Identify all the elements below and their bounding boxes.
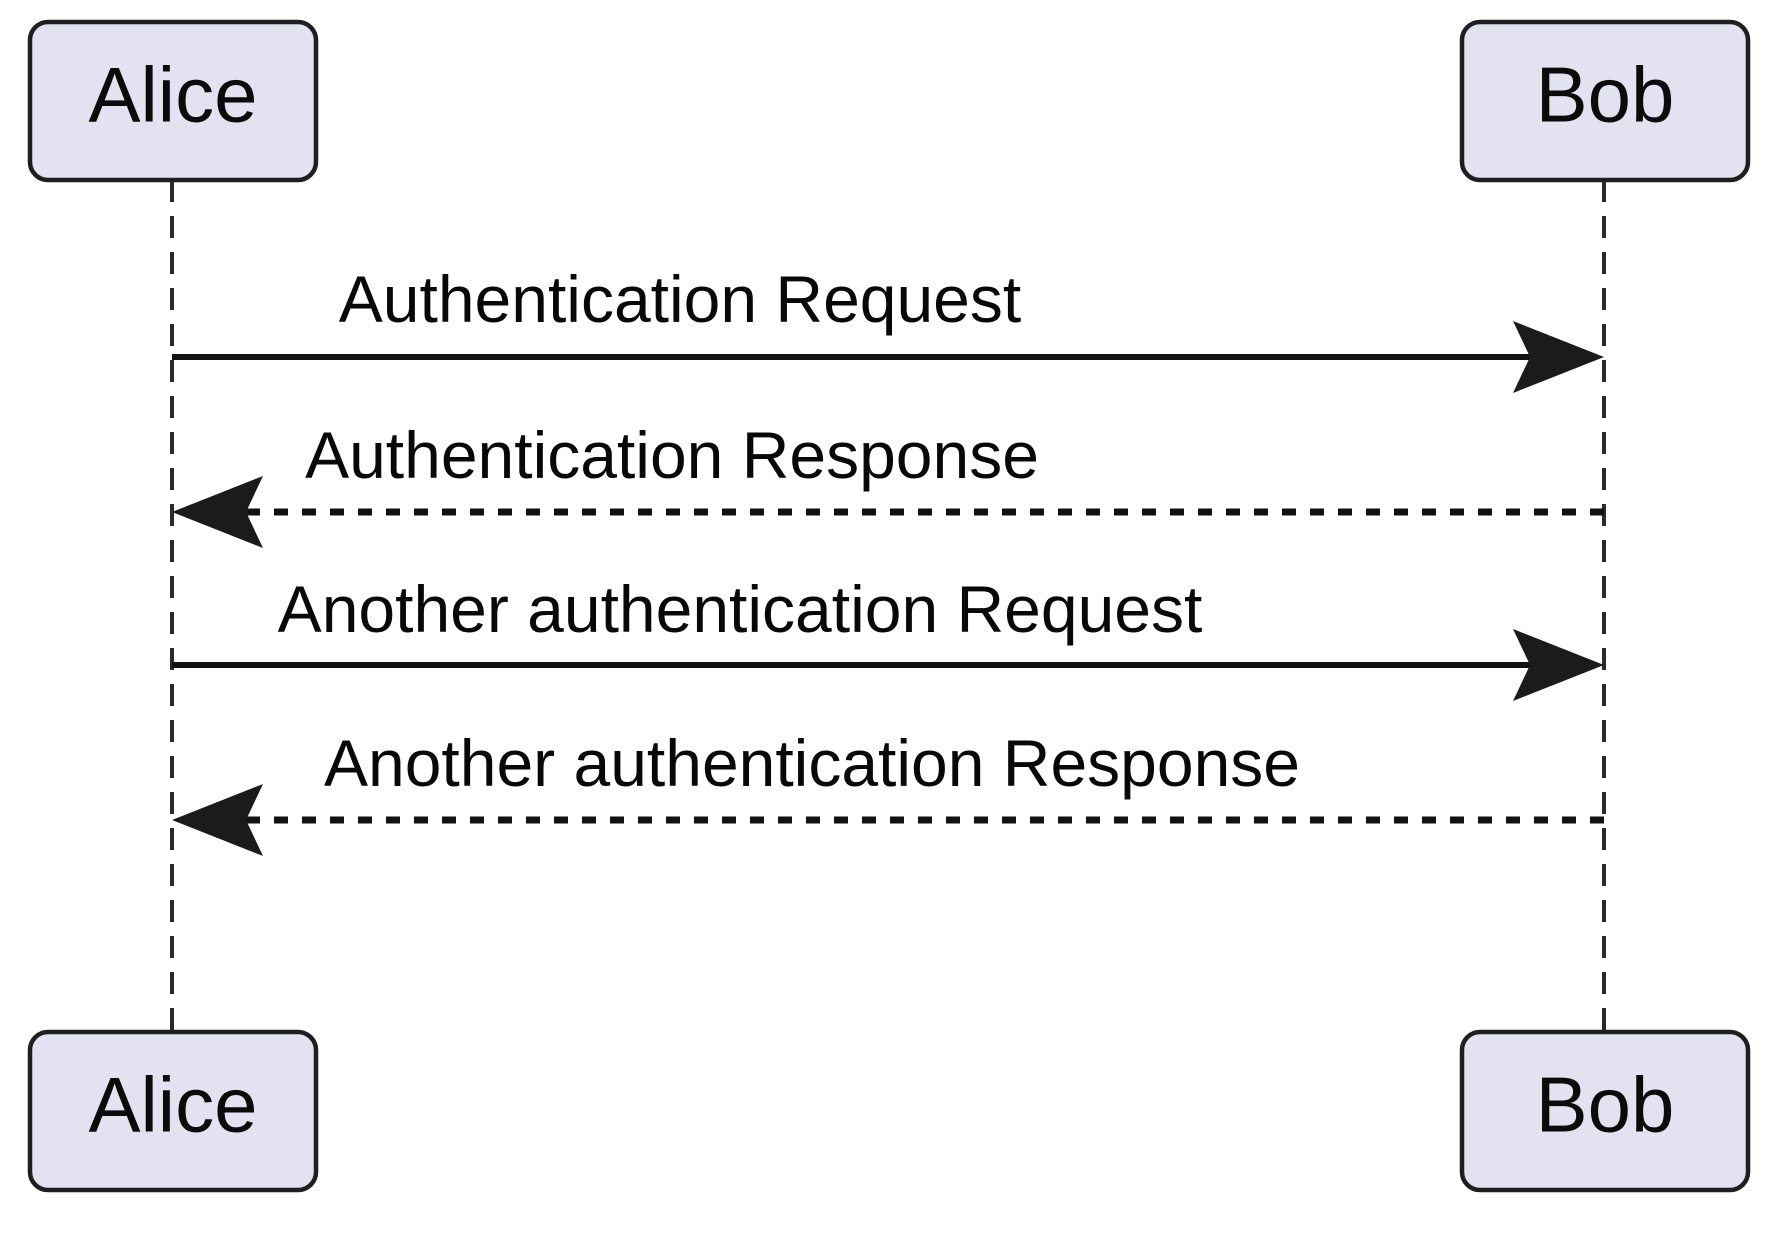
message-label: Another authentication Response (324, 726, 1300, 800)
actor-top-bob[interactable]: Bob (1459, 19, 1751, 183)
message-2[interactable]: Authentication Response (172, 418, 1604, 548)
arrowhead-right-icon (1513, 629, 1604, 701)
actor-label-bob-bottom: Bob (1536, 1061, 1675, 1149)
message-label: Another authentication Request (278, 572, 1203, 646)
actor-box-rect[interactable] (27, 1029, 319, 1193)
actor-label-alice-bottom: Alice (88, 1061, 257, 1149)
actor-bottom-bob[interactable]: Bob (1459, 1029, 1751, 1193)
message-label: Authentication Request (339, 262, 1021, 336)
actor-box-rect[interactable] (1459, 1029, 1751, 1193)
arrowhead-left-icon (172, 784, 263, 856)
actor-top-alice[interactable]: Alice (27, 19, 319, 183)
actor-box-rect[interactable] (27, 19, 319, 183)
message-label: Authentication Response (305, 418, 1039, 492)
actor-label-bob-top: Bob (1536, 51, 1675, 139)
message-4[interactable]: Another authentication Response (172, 726, 1604, 856)
arrowhead-left-icon (172, 476, 263, 548)
actor-bottom-alice[interactable]: Alice (27, 1029, 319, 1193)
message-3[interactable]: Another authentication Request (172, 572, 1604, 701)
actor-label-alice-top: Alice (88, 51, 257, 139)
arrowhead-right-icon (1513, 321, 1604, 393)
actor-box-rect[interactable] (1459, 19, 1751, 183)
message-1[interactable]: Authentication Request (172, 262, 1604, 393)
